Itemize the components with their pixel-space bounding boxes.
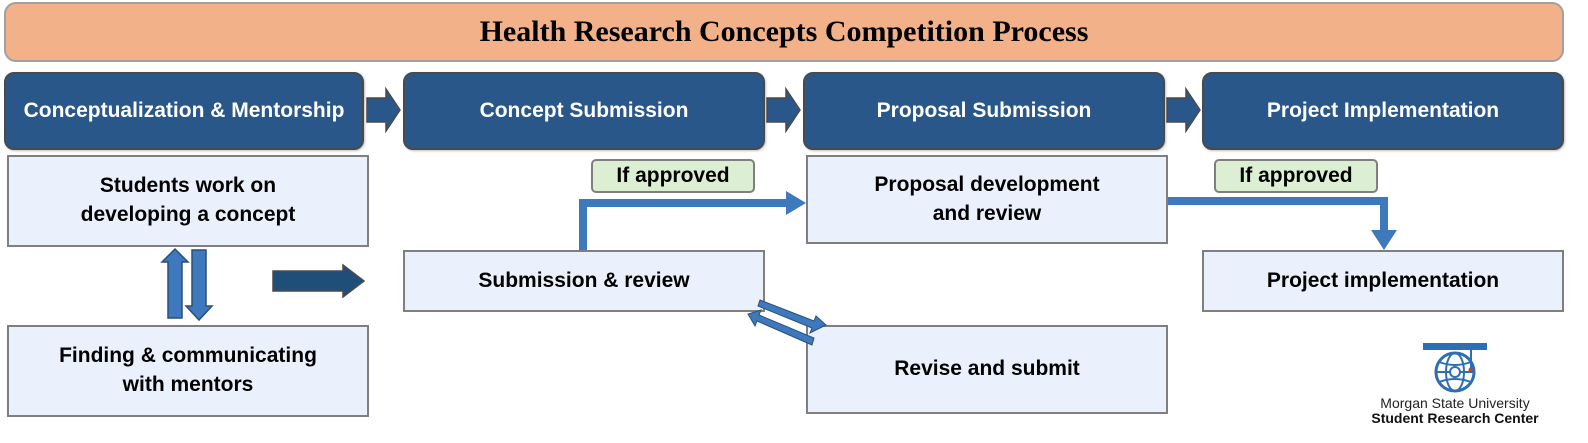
stage-project-implementation: Project Implementation <box>1202 72 1564 150</box>
box-students-work: Students work on developing a concept <box>7 155 369 247</box>
tag-if-approved-concept: If approved <box>591 159 755 193</box>
down-arrow-mentorship <box>184 249 214 322</box>
arrow-to-submission <box>272 263 366 299</box>
box-submission-review-text: Submission & review <box>478 268 690 292</box>
box-proposal-development: Proposal development and review <box>806 155 1168 244</box>
box-submission-review: Submission & review <box>403 250 765 312</box>
box-finding-mentors-text: Finding & communicating with mentors <box>59 344 317 396</box>
box-revise-submit: Revise and submit <box>806 325 1168 414</box>
stage-arrow-3 <box>1166 86 1201 134</box>
arrow-from-revise <box>747 309 815 346</box>
tag-if-approved-proposal: If approved <box>1214 159 1378 193</box>
box-students-work-text: Students work on developing a concept <box>80 174 296 226</box>
globe-cap-icon <box>1423 343 1487 393</box>
msu-src-logo: Morgan State University Student Research… <box>1355 340 1555 440</box>
arrow-approved-concept <box>579 199 788 250</box>
arrow-approved-concept-head <box>786 191 806 215</box>
logo-center-name: Student Research Center <box>1371 410 1539 426</box>
stage-proposal-submission: Proposal Submission <box>803 72 1165 150</box>
box-finding-mentors: Finding & communicating with mentors <box>7 325 369 417</box>
box-proposal-development-text: Proposal development and review <box>874 172 1100 225</box>
stage-concept-submission: Concept Submission <box>403 72 765 150</box>
stage-arrow-2 <box>766 86 801 134</box>
arrow-approved-proposal-head <box>1371 230 1397 250</box>
logo-university-name: Morgan State University <box>1380 395 1530 411</box>
arrow-to-revise <box>757 299 827 335</box>
box-revise-submit-text: Revise and submit <box>894 357 1080 381</box>
box-project-implementation: Project implementation <box>1202 250 1564 312</box>
arrow-approved-proposal <box>1168 197 1388 232</box>
stage-arrow-1 <box>366 86 401 134</box>
box-project-implementation-text: Project implementation <box>1266 268 1500 292</box>
diagram-title: Health Research Concepts Competition Pro… <box>4 2 1564 62</box>
up-arrow-mentorship <box>160 247 190 319</box>
stage-conceptualization-mentorship: Conceptualization & Mentorship <box>4 72 364 150</box>
